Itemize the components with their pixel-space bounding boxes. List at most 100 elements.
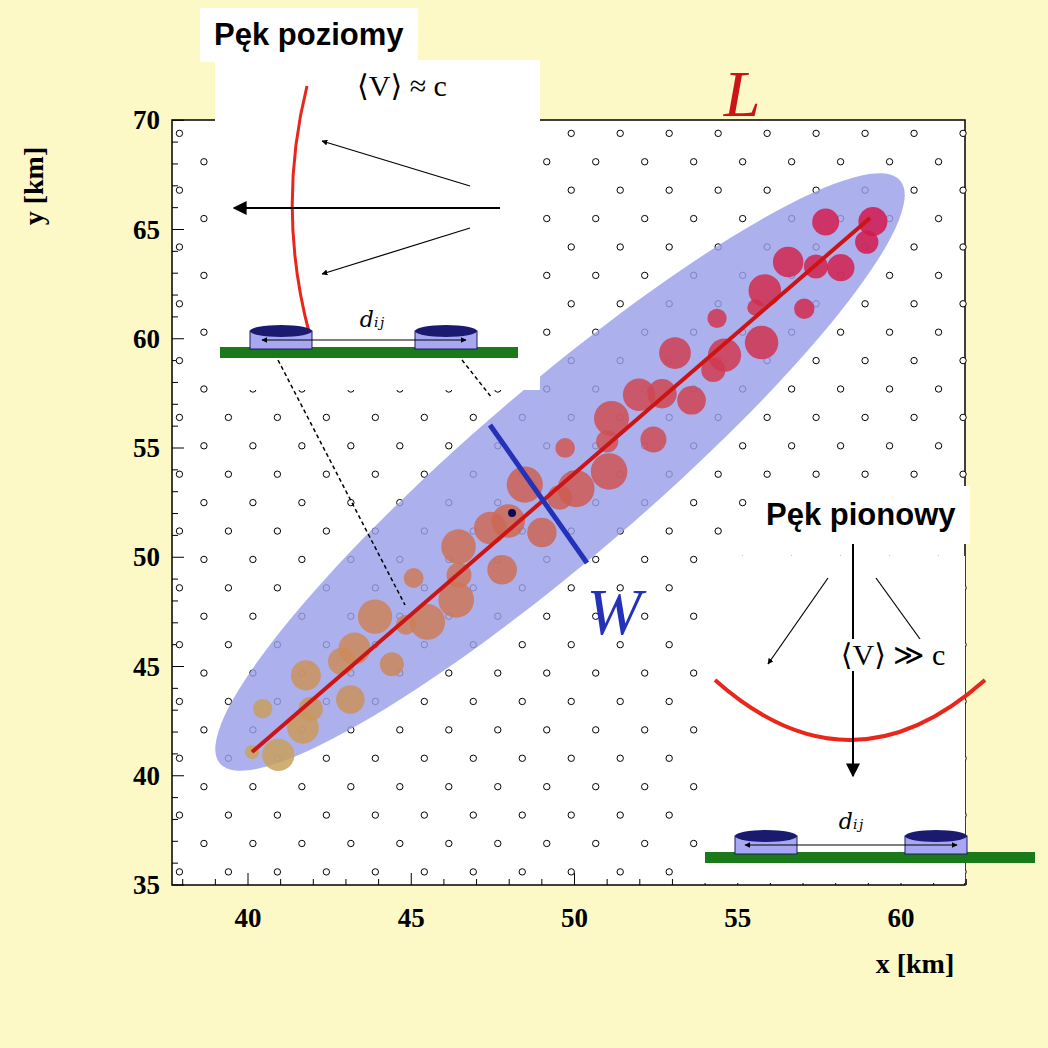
- signal-dots-part: [262, 739, 294, 771]
- axis-ticks-part: [411, 873, 412, 885]
- distance-arrow: [262, 339, 466, 340]
- shower-arrow: [768, 578, 828, 664]
- detector-grid-part: [446, 840, 452, 846]
- detector-grid-part: [911, 187, 917, 193]
- detector-grid-part: [421, 755, 427, 761]
- detector-grid-part: [201, 499, 207, 505]
- signal-dots-part: [558, 470, 595, 507]
- tick-label: 55: [133, 435, 160, 462]
- detector-grid-part: [568, 244, 574, 250]
- axis-ticks-part: [672, 879, 673, 885]
- detector-grid-part: [519, 869, 525, 875]
- axis-ticks-part: [966, 879, 967, 885]
- leader-line: [278, 360, 405, 605]
- detector-grid-part: [372, 755, 378, 761]
- axis-ticks-part: [509, 879, 510, 885]
- speed-label: ⟨V⟩ ≫ c: [838, 639, 948, 671]
- detector-grid-part: [544, 272, 550, 278]
- detector-grid-part: [421, 812, 427, 818]
- title-box: Pęk pionowy: [752, 486, 970, 544]
- detector-grid-part: [470, 755, 476, 761]
- detector-grid-part: [544, 329, 550, 335]
- detector-grid-part: [470, 698, 476, 704]
- detector-grid-part: [201, 272, 207, 278]
- detector-grid-part: [519, 755, 525, 761]
- detector-grid-part: [764, 187, 770, 193]
- detector-grid-part: [666, 187, 672, 193]
- detector-grid-part: [568, 812, 574, 818]
- detector-grid-part: [641, 272, 647, 278]
- tick-label: 55: [724, 905, 751, 932]
- detector-grid-part: [788, 443, 794, 449]
- detector-grid-part: [813, 357, 819, 363]
- detector-grid-part: [250, 443, 256, 449]
- leader-line: [462, 360, 492, 398]
- shower-front: [715, 680, 985, 740]
- detector-grid-part: [397, 727, 403, 733]
- tick-label: 35: [133, 872, 160, 899]
- axis-ticks-part: [172, 622, 178, 623]
- detector-grid-part: [690, 499, 696, 505]
- detector-grid-part: [666, 812, 672, 818]
- detector-grid-part: [201, 727, 207, 733]
- detector-grid-part: [862, 130, 868, 136]
- detector-grid-part: [617, 698, 623, 704]
- detector-grid-part: [911, 414, 917, 420]
- detector-grid-part: [593, 670, 599, 676]
- detector-grid-part: [544, 783, 550, 789]
- detector-grid-part: [641, 613, 647, 619]
- signal-dots-part: [404, 568, 424, 588]
- detector-grid-part: [495, 727, 501, 733]
- detector-grid-part: [862, 471, 868, 477]
- detector-grid-part: [323, 755, 329, 761]
- detector-grid-part: [960, 301, 966, 307]
- detector-grid-part: [593, 783, 599, 789]
- detector-grid-part: [176, 301, 182, 307]
- detector-grid-part: [201, 443, 207, 449]
- signal-dots-part: [487, 555, 517, 585]
- detector-grid-part: [690, 215, 696, 221]
- detector-grid-part: [666, 698, 672, 704]
- tick-label: 40: [235, 905, 262, 932]
- detector-grid-part: [274, 812, 280, 818]
- detector-grid-part: [960, 130, 966, 136]
- detector-grid-part: [813, 471, 819, 477]
- detector-grid-part: [690, 613, 696, 619]
- detector-grid-part: [813, 130, 819, 136]
- detector-grid-part: [470, 414, 476, 420]
- axis-ticks-part: [172, 382, 178, 383]
- detector-grid-part: [250, 840, 256, 846]
- detector-grid-part: [495, 783, 501, 789]
- detector-grid-part: [299, 499, 305, 505]
- detector-grid-part: [617, 755, 623, 761]
- detector-grid-part: [568, 698, 574, 704]
- axis-ticks-part: [172, 163, 178, 164]
- detector-grid-part: [176, 244, 182, 250]
- detector-grid-part: [225, 528, 231, 534]
- detector-grid-part: [911, 130, 917, 136]
- detector-grid-part: [813, 414, 819, 420]
- detector-grid-part: [446, 443, 452, 449]
- detector-grid-part: [886, 159, 892, 165]
- detector-grid-part: [470, 869, 476, 875]
- detector-grid-part: [568, 585, 574, 591]
- axis-w: [490, 425, 587, 563]
- detector-grid-part: [250, 613, 256, 619]
- detector-grid-part: [935, 272, 941, 278]
- axis-ticks-part: [172, 600, 178, 601]
- axis-ticks-part: [172, 426, 178, 427]
- title-text: Pęk poziomy: [214, 18, 404, 52]
- detector-grid-part: [886, 329, 892, 335]
- detector-grid-part: [690, 727, 696, 733]
- detector-grid-part: [935, 215, 941, 221]
- tick-label: 50: [561, 905, 588, 932]
- detector-grid-part: [519, 641, 525, 647]
- detector-grid-part: [935, 443, 941, 449]
- detector-grid-part: [617, 244, 623, 250]
- detector-grid-part: [715, 471, 721, 477]
- detector-grid-part: [299, 556, 305, 562]
- detector-grid-part: [862, 301, 868, 307]
- detector-grid-part: [690, 556, 696, 562]
- axis-ticks-part: [182, 879, 183, 885]
- detector-grid-part: [225, 585, 231, 591]
